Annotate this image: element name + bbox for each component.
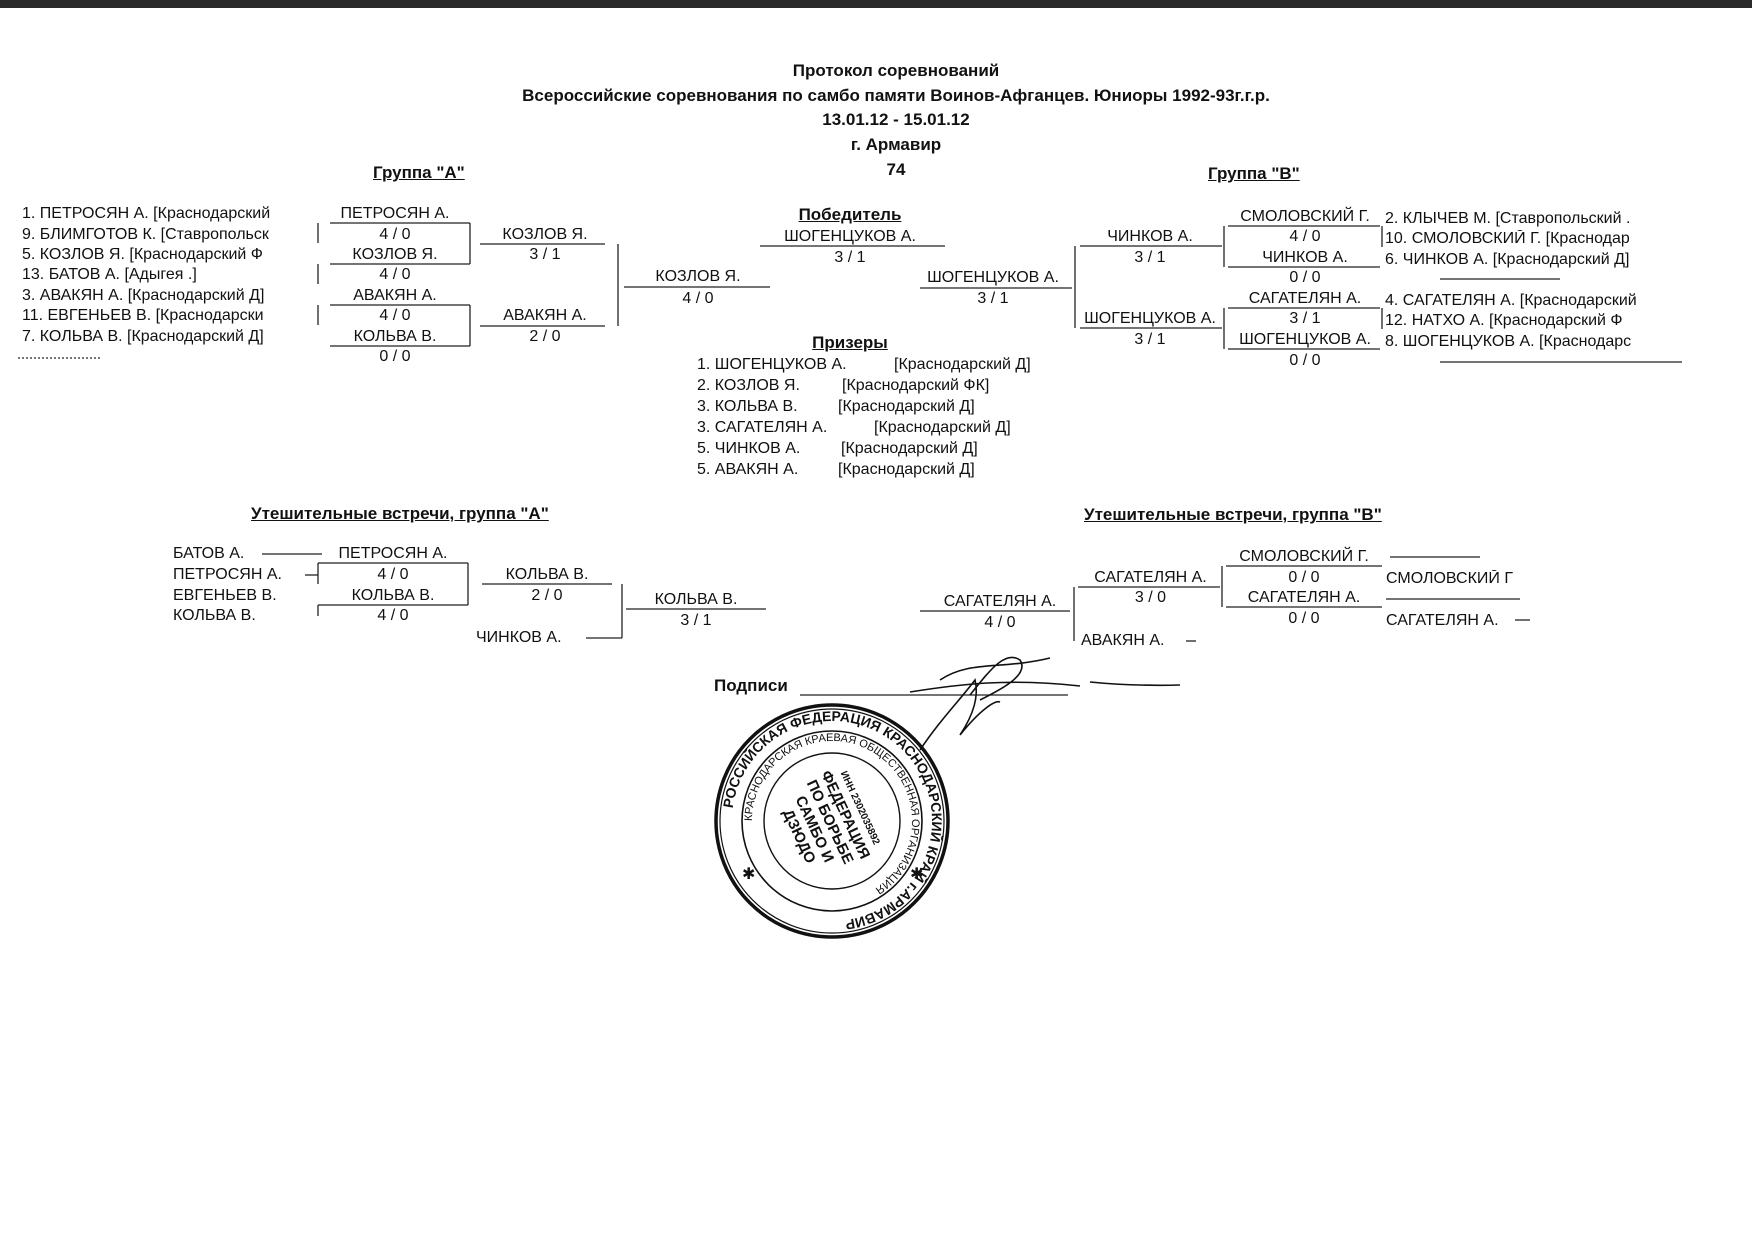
- group-b-r2-score: 3 / 1: [1134, 331, 1166, 348]
- group-b-final-score: 3 / 1: [977, 290, 1009, 307]
- consolation-a-title: Утешительные встречи, группа "А": [251, 504, 549, 523]
- group-a-entrant: 3. АВАКЯН А. [Краснодарский Д]: [22, 287, 265, 304]
- group-b-r1-winner: ШОГЕНЦУКОВ А.: [1239, 331, 1371, 348]
- group-b-title: Группа "В": [1208, 164, 1300, 183]
- group-b-entrant: 8. ШОГЕНЦУКОВ А. [Краснодарс: [1385, 333, 1632, 350]
- consolation-a-r2-score: 2 / 0: [531, 587, 563, 604]
- group-a-r1-score: 4 / 0: [379, 226, 411, 243]
- group-b-r1-score: 3 / 1: [1289, 310, 1321, 327]
- scan-edge: [0, 0, 1752, 8]
- consolation-b-r1-score: 0 / 0: [1288, 610, 1320, 627]
- consolation-b-r2-winner: САГАТЕЛЯН А.: [1094, 569, 1207, 586]
- signature-scribble: [909, 656, 1181, 751]
- group-b-final-winner: ШОГЕНЦУКОВ А.: [927, 269, 1059, 286]
- consolation-b-opponent: АВАКЯН А.: [1081, 632, 1165, 649]
- group-a-r1-winner: КОЛЬВА В.: [353, 328, 437, 345]
- group-a-r1-score: 0 / 0: [379, 348, 411, 365]
- prize-name: 3. КОЛЬВА В.: [697, 398, 798, 415]
- group-a-r1-score: 4 / 0: [379, 307, 411, 324]
- prize-name: 3. САГАТЕЛЯН А.: [697, 419, 828, 436]
- group-b-r1-winner: СМОЛОВСКИЙ Г.: [1240, 208, 1370, 225]
- consolation-a-final-score: 3 / 1: [680, 612, 712, 629]
- group-b-r1-winner: САГАТЕЛЯН А.: [1248, 290, 1362, 307]
- prize-club: [Краснодарский ФК]: [842, 377, 990, 394]
- consolation-a-opponent: ЧИНКОВ А.: [476, 629, 562, 646]
- group-a-entrant: 7. КОЛЬВА В. [Краснодарский Д]: [22, 328, 264, 345]
- group-a-final-winner: КОЗЛОВ Я.: [655, 268, 741, 285]
- group-a-r2-winner: АВАКЯН А.: [503, 307, 587, 324]
- group-a-entrant: 5. КОЗЛОВ Я. [Краснодарский Ф: [22, 246, 263, 263]
- consolation-a-seed: ЕВГЕНЬЕВ В.: [173, 587, 277, 604]
- group-b-entrant: 4. САГАТЕЛЯН А. [Краснодарский: [1385, 292, 1637, 309]
- winner-name: ШОГЕНЦУКОВ А.: [784, 228, 916, 245]
- consolation-b-seed: САГАТЕЛЯН А.: [1386, 612, 1499, 629]
- prize-name: 1. ШОГЕНЦУКОВ А.: [697, 356, 847, 373]
- group-a-final-score: 4 / 0: [682, 290, 714, 307]
- prize-name: 5. ЧИНКОВ А.: [697, 440, 801, 457]
- group-b-r1-winner: ЧИНКОВ А.: [1262, 249, 1348, 266]
- prize-name: 2. КОЗЛОВ Я.: [697, 377, 800, 394]
- group-b-r1-score: 0 / 0: [1289, 269, 1321, 286]
- group-a-entrant: 9. БЛИМГОТОВ К. [Ставропольск: [22, 226, 269, 243]
- prize-name: 5. АВАКЯН А.: [697, 461, 799, 478]
- consolation-a-r1-score: 4 / 0: [377, 607, 409, 624]
- group-b-entrant: 10. СМОЛОВСКИЙ Г. [Краснодар: [1385, 230, 1630, 247]
- group-a-r2-score: 2 / 0: [529, 328, 561, 345]
- winner-title: Победитель: [798, 205, 902, 224]
- consolation-b-seed: СМОЛОВСКИЙ Г: [1386, 570, 1514, 587]
- group-a-r1-score: 4 / 0: [379, 266, 411, 283]
- event-title: Всероссийские соревнования по самбо памя…: [522, 86, 1270, 105]
- group-b-r2-score: 3 / 1: [1134, 249, 1166, 266]
- prize-club: [Краснодарский Д]: [874, 419, 1011, 436]
- group-b-entrant: 2. КЛЫЧЕВ М. [Ставропольский .: [1385, 210, 1631, 227]
- consolation-a-r1-winner: КОЛЬВА В.: [351, 587, 435, 604]
- event-dates: 13.01.12 - 15.01.12: [822, 110, 970, 129]
- federation-stamp: РОССИЙСКАЯ ФЕДЕРАЦИЯ КРАСНОДАРСКИЙ КРАЙ …: [714, 703, 950, 939]
- group-a-entrant: 13. БАТОВ А. [Адыгея .]: [22, 266, 197, 283]
- consolation-a-final-winner: КОЛЬВА В.: [654, 591, 738, 608]
- weight-category: 74: [886, 160, 906, 179]
- group-a-r2-winner: КОЗЛОВ Я.: [502, 226, 588, 243]
- consolation-b-final-score: 4 / 0: [984, 614, 1016, 631]
- prize-club: [Краснодарский Д]: [841, 440, 978, 457]
- consolation-b-r1-winner: САГАТЕЛЯН А.: [1247, 589, 1361, 606]
- consolation-b-r1-winner: СМОЛОВСКИЙ Г.: [1239, 548, 1369, 565]
- group-b-entrant: 6. ЧИНКОВ А. [Краснодарский Д]: [1385, 251, 1630, 268]
- group-a-title: Группа "А": [373, 163, 465, 182]
- group-b-r2-winner: ЧИНКОВ А.: [1107, 228, 1193, 245]
- winner-score: 3 / 1: [834, 249, 866, 266]
- prize-club: [Краснодарский Д]: [894, 356, 1031, 373]
- group-a-r1-winner: АВАКЯН А.: [353, 287, 437, 304]
- group-a-r2-score: 3 / 1: [529, 246, 561, 263]
- consolation-b-r1-score: 0 / 0: [1288, 569, 1320, 586]
- group-b-r1-score: 4 / 0: [1289, 228, 1321, 245]
- consolation-a-r1-winner: ПЕТРОСЯН А.: [338, 545, 448, 562]
- consolation-a-r2-winner: КОЛЬВА В.: [505, 566, 589, 583]
- consolation-a-seed: БАТОВ А.: [173, 545, 245, 562]
- stamp-star-icon: ✱: [910, 866, 923, 883]
- group-a-r1-winner: ПЕТРОСЯН А.: [340, 205, 450, 222]
- consolation-a-r1-score: 4 / 0: [377, 566, 409, 583]
- consolation-b-final-winner: САГАТЕЛЯН А.: [943, 593, 1057, 610]
- consolation-a-seed: ПЕТРОСЯН А.: [173, 566, 282, 583]
- doc-title: Протокол соревнований: [792, 61, 1000, 80]
- consolation-b-title: Утешительные встречи, группа "В": [1084, 505, 1382, 524]
- group-a-entrant: 1. ПЕТРОСЯН А. [Краснодарский: [22, 205, 271, 222]
- prizes-title: Призеры: [812, 333, 888, 352]
- consolation-a-seed: КОЛЬВА В.: [173, 607, 256, 624]
- event-city: г. Армавир: [850, 135, 942, 154]
- group-b-entrant: 12. НАТХО А. [Краснодарский Ф: [1385, 312, 1623, 329]
- stamp-star-icon: ✱: [742, 866, 755, 883]
- group-a-entrant: 11. ЕВГЕНЬЕВ В. [Краснодарски: [22, 307, 264, 324]
- group-b-r2-winner: ШОГЕНЦУКОВ А.: [1084, 310, 1216, 327]
- consolation-b-r2-score: 3 / 0: [1134, 589, 1167, 606]
- prize-club: [Краснодарский Д]: [838, 398, 975, 415]
- group-b-r1-score: 0 / 0: [1289, 352, 1321, 369]
- group-a-r1-winner: КОЗЛОВ Я.: [352, 246, 438, 263]
- prize-club: [Краснодарский Д]: [838, 461, 975, 478]
- signature-label: Подписи: [714, 676, 788, 695]
